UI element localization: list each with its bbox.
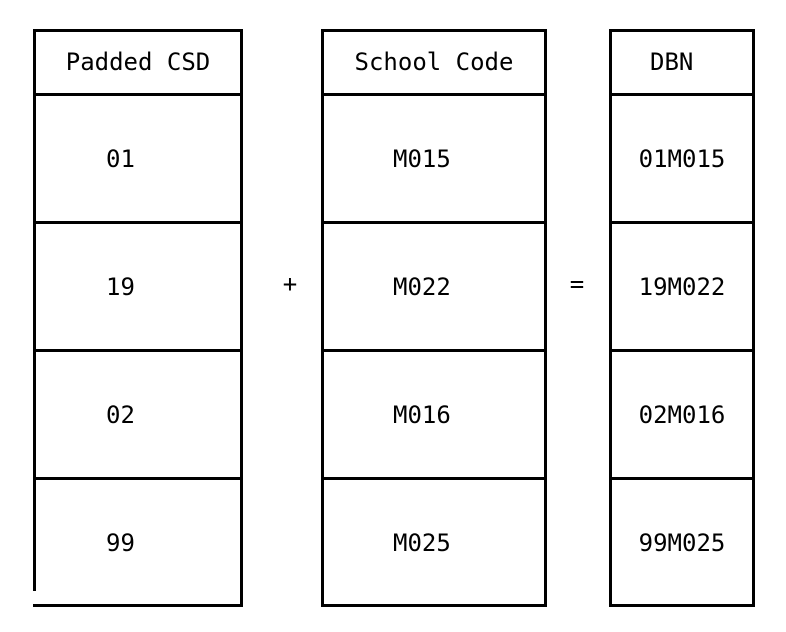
padded-csd-row-2: 19 — [33, 223, 243, 351]
border-right — [240, 29, 243, 607]
padded-csd-value: 01 — [106, 145, 135, 173]
school-code-header-label: School Code — [354, 48, 514, 76]
border-bottom — [321, 604, 547, 607]
padded-csd-header: Padded CSD — [33, 29, 243, 95]
school-code-value: M022 — [393, 273, 451, 301]
school-code-value: M015 — [393, 145, 451, 173]
border-right — [544, 29, 547, 607]
padded-csd-row-4: 99 — [33, 479, 243, 607]
border-left — [33, 29, 36, 591]
equals-operator: = — [569, 270, 585, 298]
row-divider — [33, 349, 243, 352]
padded-csd-value: 99 — [106, 529, 135, 557]
row-divider — [321, 349, 547, 352]
border-bottom — [33, 604, 243, 607]
border-bottom — [609, 604, 755, 607]
school-code-header: School Code — [321, 29, 547, 95]
school-code-row-2: M022 — [321, 223, 547, 351]
school-code-column: School Code M015 M022 M016 M025 — [321, 29, 547, 607]
dbn-header-label: DBN — [650, 48, 694, 76]
padded-csd-column: Padded CSD 01 19 02 99 — [33, 29, 243, 607]
dbn-row-2: 19M022 — [609, 223, 755, 351]
dbn-value: 19M022 — [638, 273, 726, 301]
school-code-row-1: M015 — [321, 95, 547, 223]
dbn-row-1: 01M015 — [609, 95, 755, 223]
row-divider — [33, 221, 243, 224]
row-divider — [609, 349, 755, 352]
plus-operator: + — [282, 270, 298, 298]
border-left — [609, 29, 612, 607]
border-right — [752, 29, 755, 607]
padded-csd-header-label: Padded CSD — [65, 48, 211, 76]
dbn-row-4: 99M025 — [609, 479, 755, 607]
school-code-row-3: M016 — [321, 351, 547, 479]
row-divider — [609, 477, 755, 480]
school-code-row-4: M025 — [321, 479, 547, 607]
row-divider — [33, 93, 243, 96]
row-divider — [321, 221, 547, 224]
padded-csd-row-3: 02 — [33, 351, 243, 479]
row-divider — [321, 477, 547, 480]
dbn-header: DBN — [609, 29, 755, 95]
dbn-value: 02M016 — [638, 401, 726, 429]
row-divider — [321, 93, 547, 96]
school-code-value: M016 — [393, 401, 451, 429]
row-divider — [33, 477, 243, 480]
padded-csd-row-1: 01 — [33, 95, 243, 223]
dbn-value: 99M025 — [638, 529, 726, 557]
school-code-value: M025 — [393, 529, 451, 557]
padded-csd-value: 19 — [106, 273, 135, 301]
border-top — [33, 29, 243, 32]
row-divider — [609, 221, 755, 224]
border-top — [609, 29, 755, 32]
row-divider — [609, 93, 755, 96]
border-top — [321, 29, 547, 32]
dbn-value: 01M015 — [638, 145, 726, 173]
padded-csd-value: 02 — [106, 401, 135, 429]
dbn-column: DBN 01M015 19M022 02M016 99M025 — [609, 29, 755, 607]
dbn-row-3: 02M016 — [609, 351, 755, 479]
border-left — [321, 29, 324, 607]
